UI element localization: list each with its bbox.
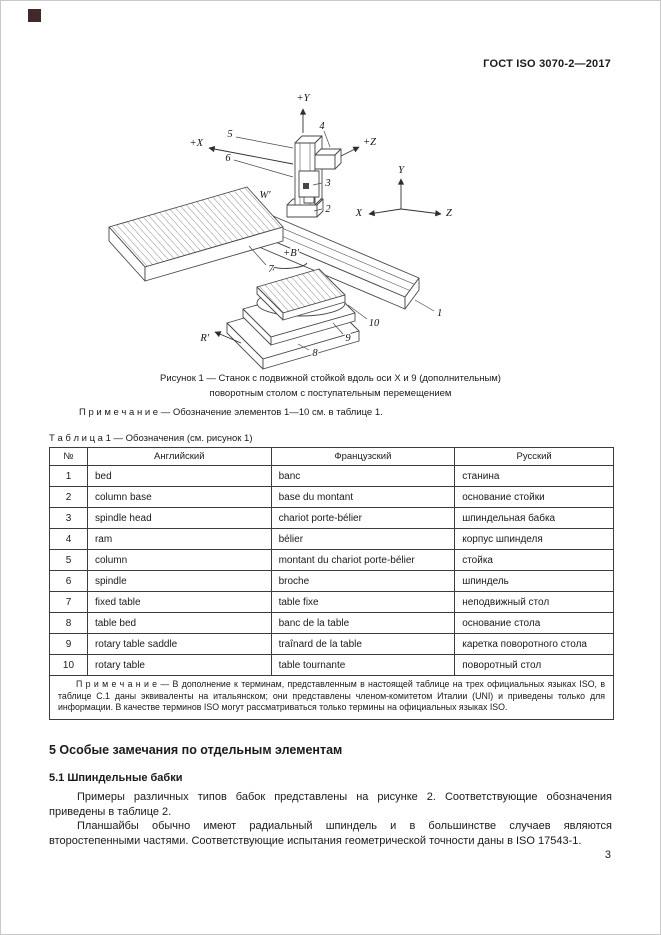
cell-english: spindle (86, 570, 272, 592)
col-header-number: № (49, 447, 88, 466)
table-title: Т а б л и ц а 1 — Обозначения (см. рисун… (49, 433, 253, 444)
cell-russian: стойка (454, 549, 614, 571)
figure-1: +Y +X +Z +B' R' W' Y X Z 1 2 3 4 5 6 7 8… (51, 85, 611, 375)
rotary-stack-shape (226, 268, 360, 370)
section-heading-5: 5 Особые замечания по отдельным элемента… (49, 743, 343, 757)
cell-russian: шпиндельная бабка (454, 507, 614, 529)
triad-label-z: Z (446, 208, 452, 219)
table-row: 5 column montant du chariot porte-bélier… (49, 549, 614, 571)
cell-english: ram (86, 528, 272, 550)
table-row: 2 column base base du montant основание … (49, 486, 614, 508)
leader-lines (233, 130, 435, 351)
cell-french: montant du chariot porte-bélier (270, 549, 456, 571)
cell-french: banc de la table (270, 612, 456, 634)
cell-number: 3 (49, 507, 88, 529)
paragraph-2: Планшайбы обычно имеют радиальный шпинде… (49, 820, 612, 847)
col-header-russian: Русский (454, 447, 614, 466)
cell-english: table bed (86, 612, 272, 634)
cell-french: chariot porte-bélier (270, 507, 456, 529)
callout-5: 5 (227, 129, 232, 140)
cell-russian: корпус шпинделя (454, 528, 614, 550)
triad-label-x: X (355, 208, 363, 219)
col-header-french: Французский (270, 447, 456, 466)
axis-label-plus-y: +Y (297, 93, 311, 104)
cell-russian: основание стола (454, 612, 614, 634)
figure-note: П р и м е ч а н и е — Обозначение элемен… (79, 407, 383, 418)
triad-label-y: Y (398, 165, 405, 176)
terms-table: № Английский Французский Русский 1 bed b… (49, 447, 614, 720)
table-note-row: П р и м е ч а н и е — В дополнение к тер… (49, 675, 614, 720)
bed-shape (258, 215, 420, 310)
cell-number: 10 (49, 654, 88, 676)
cell-number: 6 (49, 570, 88, 592)
callout-4: 4 (319, 121, 325, 132)
cell-english: column base (86, 486, 272, 508)
axis-label-plus-z: +Z (363, 137, 376, 148)
coordinate-triad (368, 178, 442, 217)
page-number: 3 (604, 849, 611, 861)
callout-9: 9 (345, 333, 351, 344)
table-row: 4 ram bélier корпус шпинделя (49, 528, 614, 550)
cell-french: traînard de la table (270, 633, 456, 655)
cell-english: bed (86, 465, 272, 487)
cell-french: banc (270, 465, 456, 487)
callout-8: 8 (312, 348, 318, 359)
cell-number: 7 (49, 591, 88, 613)
machine-diagram: +Y +X +Z +B' R' W' Y X Z 1 2 3 4 5 6 7 8… (108, 92, 453, 370)
axis-label-plus-b: +B' (283, 248, 299, 259)
figure-caption-line2: поворотным столом с поступательным перем… (209, 387, 452, 399)
cell-number: 1 (49, 465, 88, 487)
cell-number: 5 (49, 549, 88, 571)
axis-label-w-prime: W' (260, 190, 272, 201)
callout-6: 6 (225, 153, 231, 164)
cell-russian: каретка поворотного стола (454, 633, 614, 655)
col-header-english: Английский (86, 447, 272, 466)
callout-7: 7 (268, 264, 274, 275)
table-row: 9 rotary table saddle traînard de la tab… (49, 633, 614, 655)
table-row: 1 bed banc станина (49, 465, 614, 487)
callout-10: 10 (369, 318, 380, 329)
axis-label-plus-x: +X (190, 138, 204, 149)
cell-number: 8 (49, 612, 88, 634)
cell-french: table fixe (270, 591, 456, 613)
paragraph-1: Примеры различных типов бабок представле… (49, 791, 612, 818)
axis-label-r-prime: R' (199, 333, 209, 344)
cell-russian: станина (454, 465, 614, 487)
cell-english: fixed table (86, 591, 272, 613)
cell-russian: неподвижный стол (454, 591, 614, 613)
cell-english: spindle head (86, 507, 272, 529)
table-header-row: № Английский Французский Русский (49, 447, 614, 466)
callout-3: 3 (324, 178, 330, 189)
cell-english: column (86, 549, 272, 571)
figure-caption-line1: Рисунок 1 — Станок с подвижной стойкой в… (160, 373, 501, 384)
callout-2: 2 (325, 204, 331, 215)
cell-russian: поворотный стол (454, 654, 614, 676)
callout-1: 1 (437, 308, 442, 319)
cell-french: base du montant (270, 486, 456, 508)
doc-number: ГОСТ ISO 3070-2—2017 (483, 58, 611, 70)
table-row: 3 spindle head chariot porte-bélier шпин… (49, 507, 614, 529)
cell-french: broche (270, 570, 456, 592)
cell-french: bélier (270, 528, 456, 550)
table-row: 7 fixed table table fixe неподвижный сто… (49, 591, 614, 613)
table-row: 10 rotary table table tournante поворотн… (49, 654, 614, 676)
figure-caption: Рисунок 1 — Станок с подвижной стойкой в… (1, 372, 660, 401)
fixed-table-shape (108, 186, 284, 282)
table-note: П р и м е ч а н и е — В дополнение к тер… (49, 675, 614, 720)
table-row: 6 spindle broche шпиндель (49, 570, 614, 592)
cell-number: 2 (49, 486, 88, 508)
cell-french: table tournante (270, 654, 456, 676)
corner-mark (28, 9, 41, 22)
cell-number: 4 (49, 528, 88, 550)
motion-arrows (208, 108, 360, 344)
cell-english: rotary table saddle (86, 633, 272, 655)
column-shape (286, 135, 342, 218)
table-row: 8 table bed banc de la table основание с… (49, 612, 614, 634)
cell-number: 9 (49, 633, 88, 655)
cell-russian: основание стойки (454, 486, 614, 508)
section-heading-5-1: 5.1 Шпиндельные бабки (49, 772, 183, 784)
cell-english: rotary table (86, 654, 272, 676)
cell-russian: шпиндель (454, 570, 614, 592)
